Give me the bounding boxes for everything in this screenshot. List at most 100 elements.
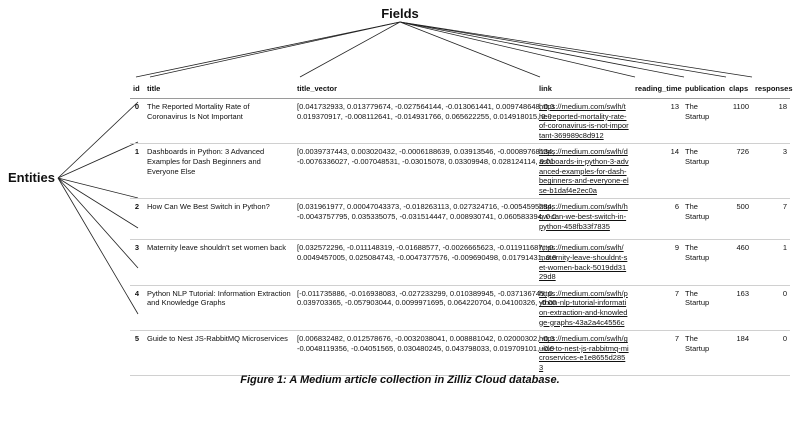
vector-line: [-0.011735886, -0.016938083, -0.02723329… — [297, 288, 555, 298]
link-cell: https://medium.com/swlh/python-nlp-tutor… — [536, 285, 632, 332]
title-vector-cell: [0.0039737443, 0.003020432, -0.000618863… — [294, 143, 555, 200]
entity-connector — [57, 177, 139, 229]
id-cell: 5 — [130, 330, 144, 377]
vector-line: -0.0076336027, -0.007048531, -0.03015078… — [297, 156, 555, 166]
reading-time-cell: 6 — [632, 198, 682, 241]
vector-line: [0.041732933, 0.013779674, -0.027564144,… — [297, 102, 555, 111]
vector-line: -0.0043757795, 0.035335075, -0.031514447… — [297, 211, 557, 221]
reading-time-cell: 7 — [632, 285, 682, 332]
entity-connector — [57, 101, 139, 179]
responses-cell: 0 — [752, 330, 790, 377]
vector-line: [0.006832482, 0.012578676, -0.0032038041… — [297, 334, 555, 344]
title-vector-cell: [0.032572296, -0.011148319, -0.01688577,… — [294, 239, 557, 286]
vector-line: 0.0049457005, 0.025084743, -0.0047377576… — [297, 252, 557, 262]
table-row: 5 Guide to Nest JS-RabbitMQ Microservice… — [130, 330, 790, 377]
reading-time-cell: 9 — [632, 239, 682, 286]
header-row: id title title_vector link reading_time … — [130, 80, 793, 99]
field-connector — [135, 21, 401, 78]
title-cell: Guide to Nest JS-RabbitMQ Microservices — [144, 330, 294, 377]
responses-cell: 3 — [752, 143, 790, 200]
article-link[interactable]: https://medium.com/swlh/python-nlp-tutor… — [539, 288, 628, 327]
vector-line: 0.039703365, -0.057903044, 0.0099971695,… — [297, 298, 557, 308]
claps-cell: 726 — [726, 143, 752, 200]
id-cell: 4 — [130, 285, 144, 332]
publication-cell: The Startup — [682, 198, 726, 241]
field-connector — [399, 21, 753, 78]
entity-connector — [57, 177, 139, 199]
title-vector-cell: [0.031961977, 0.00047043373, -0.01826311… — [294, 198, 557, 241]
title-cell: The Reported Mortality Rate of Coronavir… — [144, 98, 294, 145]
field-connector — [149, 21, 401, 78]
publication-cell: The Startup — [682, 330, 726, 377]
responses-cell: 1 — [752, 239, 790, 286]
column-header-link: link — [536, 80, 632, 99]
field-connector — [399, 21, 636, 78]
reading-time-cell: 13 — [632, 98, 682, 145]
entity-connector — [57, 177, 139, 315]
vector-line: [0.032572296, -0.011148319, -0.01688577,… — [297, 243, 554, 253]
column-header-reading-time: reading_time — [632, 80, 682, 99]
title-vector-cell: [-0.011735886, -0.016938083, -0.02723329… — [294, 285, 557, 332]
entity-connector — [57, 177, 139, 269]
responses-cell: 18 — [752, 98, 790, 145]
responses-cell: 0 — [752, 285, 790, 332]
vector-line: 0.019370917, -0.008112641, -0.014931766,… — [297, 111, 552, 121]
table-row: 0 The Reported Mortality Rate of Coronav… — [130, 98, 790, 145]
title-cell: Python NLP Tutorial: Information Extract… — [144, 285, 294, 332]
id-cell: 1 — [130, 143, 144, 200]
publication-cell: The Startup — [682, 98, 726, 145]
article-link[interactable]: https://medium.com/swlh/how-can-we-best-… — [539, 202, 628, 231]
publication-cell: The Startup — [682, 143, 726, 200]
link-cell: https://medium.com/swlh/how-can-we-best-… — [536, 198, 632, 241]
claps-cell: 460 — [726, 239, 752, 286]
claps-cell: 500 — [726, 198, 752, 241]
title-vector-cell: [0.006832482, 0.012578676, -0.0032038041… — [294, 330, 555, 377]
table-row: 1 Dashboards in Python: 3 Advanced Examp… — [130, 143, 790, 200]
responses-cell: 7 — [752, 198, 790, 241]
entity-table: id title title_vector link reading_time … — [130, 80, 793, 377]
link-cell: https://medium.com/swlh/the-reported-mor… — [536, 98, 632, 145]
table-row: 4 Python NLP Tutorial: Information Extra… — [130, 285, 790, 332]
table-row: 2 How Can We Best Switch in Python? [0.0… — [130, 198, 790, 241]
article-link[interactable]: https://medium.com/swlh/maternity-leave-… — [539, 243, 628, 282]
claps-cell: 163 — [726, 285, 752, 332]
id-cell: 3 — [130, 239, 144, 286]
title-cell: How Can We Best Switch in Python? — [144, 198, 294, 241]
figure-caption: Figure 1: A Medium article collection in… — [240, 374, 560, 386]
column-header-claps: claps — [726, 80, 752, 99]
table-row: 3 Maternity leave shouldn't set women ba… — [130, 239, 790, 286]
field-connector — [399, 21, 727, 78]
field-connector — [299, 21, 401, 78]
title-cell: Maternity leave shouldn't set women back — [144, 239, 294, 286]
column-header-responses: responses — [752, 80, 793, 99]
entities-label: Entities — [8, 170, 55, 185]
vector-line: -0.0048119356, -0.04051565, 0.030480245,… — [297, 343, 555, 353]
article-link[interactable]: https://medium.com/swlh/guide-to-nest-js… — [539, 334, 629, 372]
title-cell: Dashboards in Python: 3 Advanced Example… — [144, 143, 294, 200]
id-cell: 0 — [130, 98, 144, 145]
article-link[interactable]: https://medium.com/swlh/the-reported-mor… — [539, 102, 629, 140]
publication-cell: The Startup — [682, 285, 726, 332]
article-link[interactable]: https://medium.com/swlh/dashboards-in-py… — [539, 147, 629, 195]
field-connector — [399, 21, 685, 78]
entity-connector — [57, 141, 139, 179]
column-header-publication: publication — [682, 80, 726, 99]
id-cell: 2 — [130, 198, 144, 241]
vector-line: [0.0039737443, 0.003020432, -0.000618863… — [297, 147, 555, 157]
claps-cell: 1100 — [726, 98, 752, 145]
link-cell: https://medium.com/swlh/maternity-leave-… — [536, 239, 632, 286]
fields-label: Fields — [381, 6, 419, 21]
reading-time-cell: 14 — [632, 143, 682, 200]
column-header-title-vector: title_vector — [294, 80, 536, 99]
publication-cell: The Startup — [682, 239, 726, 286]
field-connector — [399, 21, 541, 78]
vector-line: [0.031961977, 0.00047043373, -0.01826311… — [297, 202, 554, 212]
claps-cell: 184 — [726, 330, 752, 377]
column-header-title: title — [144, 80, 294, 99]
link-cell: https://medium.com/swlh/guide-to-nest-js… — [536, 330, 632, 377]
title-vector-cell: [0.041732933, 0.013779674, -0.027564144,… — [294, 98, 555, 145]
link-cell: https://medium.com/swlh/dashboards-in-py… — [536, 143, 632, 200]
reading-time-cell: 7 — [632, 330, 682, 377]
column-header-id: id — [130, 80, 144, 99]
